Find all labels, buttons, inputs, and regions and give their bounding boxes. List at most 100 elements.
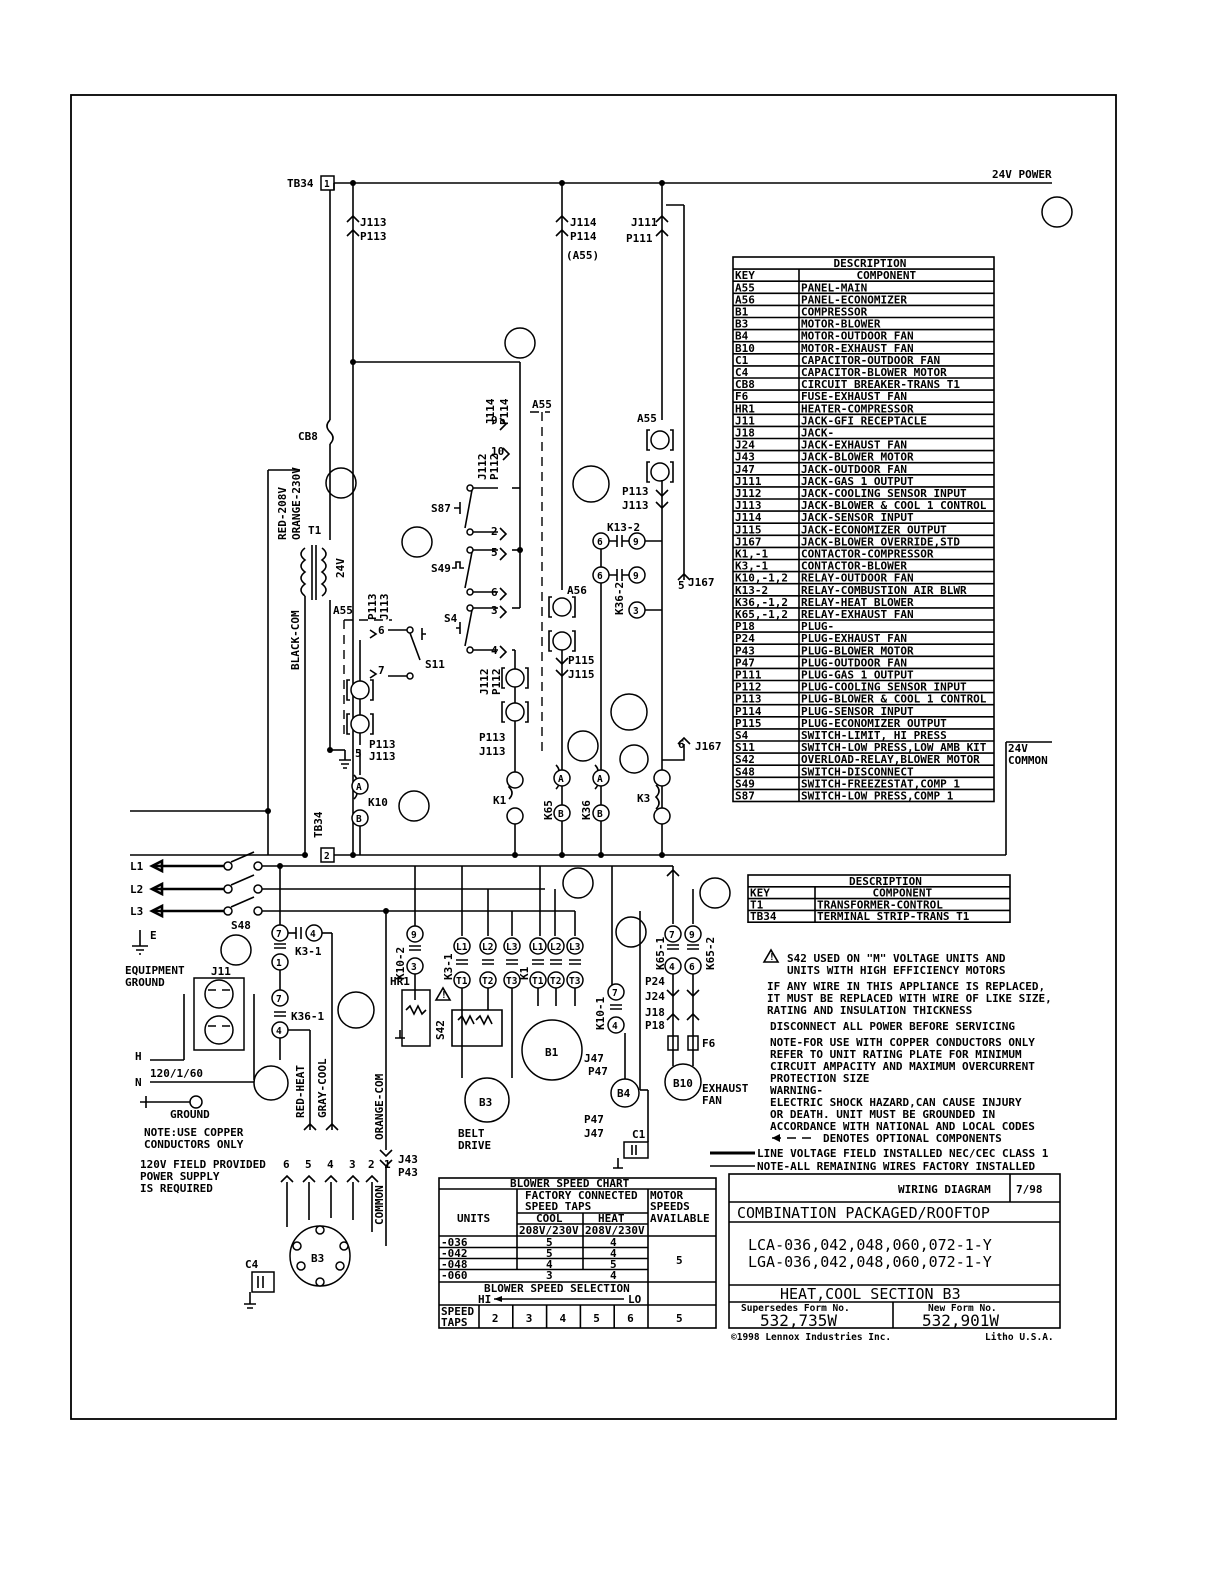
desc-row-key: P18 — [735, 620, 755, 633]
j11-label: J11 — [211, 965, 231, 978]
tap-5: 5 — [305, 1158, 312, 1171]
svg-text:4: 4 — [310, 929, 316, 940]
svg-text:6: 6 — [597, 571, 603, 582]
j112-lower-label: J112 — [478, 669, 491, 696]
desc-row-component: PLUG-ECONOMIZER OUTPUT — [801, 717, 947, 730]
j113-rot-label: J113 — [378, 594, 391, 621]
svg-text:4: 4 — [669, 962, 675, 973]
j114-rot-label: J114 — [484, 398, 497, 425]
p112-rot-label: P112 — [488, 454, 501, 481]
t1-24v-label: 24V — [334, 558, 347, 578]
desc2-title: DESCRIPTION — [849, 875, 922, 888]
equipment-ground-label-1: EQUIPMENT — [125, 964, 185, 977]
j167-label-bottom: J167 — [695, 740, 722, 753]
b3-belt-label: B3 — [479, 1096, 492, 1109]
desc-row-component: FUSE-EXHAUST FAN — [801, 390, 907, 403]
heat-header: HEAT — [598, 1212, 625, 1225]
a55-label-right: A55 — [637, 412, 657, 425]
callout-circles — [220, 196, 1073, 1101]
c4-label: C4 — [245, 1258, 259, 1271]
desc-row-key: K10,-1,2 — [735, 572, 788, 585]
svg-text:L3: L3 — [506, 942, 518, 953]
j18-label: J18 — [645, 1006, 665, 1019]
a55-left-panel: A55 P113 J113 6 7 S11 P113 J113 5 A B K1… — [333, 594, 445, 855]
desc-row-key: S42 — [735, 753, 755, 766]
outdoor-fan-section: 7 4 K10-1 J47 P47 B4 P47 J47 C1 — [584, 866, 649, 1169]
desc-row-component: CONTACTOR-COMPRESSOR — [801, 548, 934, 561]
desc-row-key: P24 — [735, 632, 755, 645]
title-section: HEAT,COOL SECTION B3 — [780, 1285, 961, 1303]
transformer-t1: RED-208V ORANGE-230V BLACK-COM T1 24V — [267, 467, 347, 855]
title-date: 7/98 — [1016, 1183, 1043, 1196]
c1-label: C1 — [632, 1128, 646, 1141]
field-copper-note-1: NOTE:USE COPPER — [144, 1126, 244, 1139]
desc-row-component: HEATER-COMPRESSOR — [801, 402, 914, 415]
desc-row-key: J113 — [735, 499, 762, 512]
j113-lower-label: J113 — [369, 750, 396, 763]
svg-text:T2: T2 — [482, 976, 493, 987]
j43-label: J43 — [398, 1153, 418, 1166]
svg-text:7: 7 — [378, 664, 385, 677]
desc-row-key: J47 — [735, 463, 755, 476]
speed-tap-cell: 2 — [492, 1312, 499, 1325]
desc-row-component: PLUG-OUTDOOR FAN — [801, 656, 907, 669]
p47-lower-label: P47 — [584, 1113, 604, 1126]
s42-label: S42 — [434, 1020, 447, 1040]
compressor-section: L1 L2 L3 K1 T1 T2 T3 B1 — [518, 866, 584, 1081]
desc-row-component: SWITCH-LIMIT, HI PRESS — [801, 729, 947, 742]
desc2-row-component: TERMINAL STRIP-TRANS T1 — [817, 910, 970, 923]
tb34-terminal-2 — [320, 847, 335, 863]
desc-row-component: MOTOR-BLOWER — [801, 318, 881, 331]
blower-row-heat: 4 — [610, 1269, 617, 1282]
l3-label: L3 — [130, 905, 143, 918]
k3-k36-contacts: 7 1 7 4 K36-1 4 K3-1 RED-HEAT GRAY-COOL — [271, 866, 339, 1131]
svg-text:A: A — [356, 782, 362, 793]
a55-paren-label: (A55) — [566, 249, 599, 262]
svg-text:3: 3 — [411, 962, 417, 973]
desc-row-key: P114 — [735, 705, 762, 718]
j47-lower-label: J47 — [584, 1127, 604, 1140]
b10-label: B10 — [673, 1077, 693, 1090]
note-line-voltage: LINE VOLTAGE FIELD INSTALLED NEC/CEC CLA… — [757, 1147, 1049, 1160]
notes-block: ! S42 USED ON "M" VOLTAGE UNITS AND UNIT… — [710, 948, 1052, 1173]
svg-text:T2: T2 — [550, 976, 561, 987]
blower-row-cool: 5 — [546, 1247, 553, 1260]
belt-drive-label-1: BELT — [458, 1127, 485, 1140]
120v-label: 120/1/60 — [150, 1067, 203, 1080]
blower-row-unit: -042 — [441, 1247, 468, 1260]
field-copper-note-2: CONDUCTORS ONLY — [144, 1138, 244, 1151]
desc-row-key: J112 — [735, 487, 762, 500]
desc-key-header: KEY — [735, 269, 755, 282]
common-label-1: 24V — [1008, 742, 1028, 755]
desc-row-component: CONTACTOR-BLOWER — [801, 560, 907, 573]
blower-row-cool: 4 — [546, 1258, 553, 1271]
svg-text:6: 6 — [689, 962, 695, 973]
desc-row-component: RELAY-COMBUSTION AIR BLWR — [801, 584, 967, 597]
blower-speed-chart: BLOWER SPEED CHART FACTORY CONNECTED SPE… — [438, 1177, 717, 1329]
note-copper-4: PROTECTION SIZE — [770, 1072, 869, 1085]
desc-row-component: CIRCUIT BREAKER-TRANS T1 — [801, 378, 960, 391]
a56-j115-column: A56 P115 J115 A B K65 — [542, 584, 595, 855]
desc-row-component: PANEL-ECONOMIZER — [801, 293, 907, 306]
a55-label-mid: A55 — [532, 398, 552, 411]
p43-label: P43 — [398, 1166, 418, 1179]
exhaust-fan-label-2: FAN — [702, 1094, 722, 1107]
j167-label-top: J167 — [688, 576, 715, 589]
desc-row-key: A56 — [735, 293, 755, 306]
k65-label: K65 — [542, 800, 555, 820]
svg-text:10: 10 — [491, 445, 504, 458]
p114-label: P114 — [570, 230, 597, 243]
f6-label: F6 — [702, 1037, 716, 1050]
k10-1-label: K10-1 — [594, 997, 607, 1030]
tap-1: 1 — [384, 1158, 391, 1171]
desc-row-key: C4 — [735, 366, 749, 379]
note-disconnect: DISCONNECT ALL POWER BEFORE SERVICING — [770, 1020, 1015, 1033]
desc-row-component: JACK- — [801, 427, 834, 440]
cb8-label: CB8 — [298, 430, 318, 443]
j111-label: J111 — [631, 216, 658, 229]
j24-label: J24 — [645, 990, 665, 1003]
heater-overload-section: 9 K10-2 3 HR1 ! S42 L1 L2 L3 K3-1 T1 T2 … — [390, 866, 521, 1152]
